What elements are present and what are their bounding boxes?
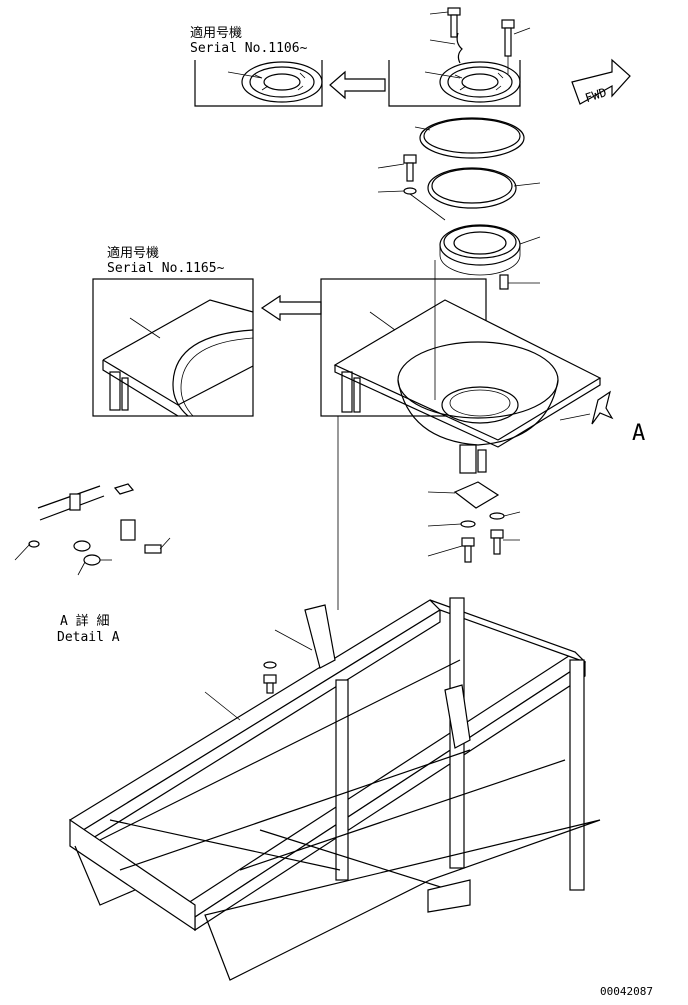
bearing-ring [439, 224, 541, 290]
callout-mid-arrow [260, 294, 322, 322]
bolt-head-icon [447, 7, 461, 16]
swivel-plate-new [227, 61, 323, 103]
callout-top-jp: 適用号機 [190, 25, 242, 41]
fwd-arrow: FWD [571, 58, 631, 105]
callout-top-applicable: 適用号機 Serial No.1106~ [190, 25, 521, 107]
detail-a-parts: A 詳 細 Detail A [14, 483, 171, 645]
fwd-label: FWD [583, 85, 608, 105]
detail-a-jp: A 詳 細 [60, 613, 109, 629]
view-a-arrow: A [591, 390, 645, 446]
swivel-plate-old [424, 61, 521, 103]
seal-rings [414, 117, 541, 209]
callout-mid-jp: 適用号機 [107, 245, 159, 261]
callout-top-serial: Serial No.1106~ [190, 41, 308, 56]
detail-a-en: Detail A [57, 630, 120, 645]
left-bolt-washer [377, 154, 446, 221]
bolt-head-icon [501, 19, 515, 29]
deck-corner-detail [102, 299, 254, 417]
callout-top-arrow [329, 70, 386, 100]
lower-mounting-hardware [427, 481, 521, 563]
base-frame [69, 597, 601, 981]
view-a-label: A [632, 421, 645, 446]
callout-mid-box [92, 278, 254, 417]
main-deck-assembly [320, 260, 602, 474]
callout-mid-applicable: 適用号機 Serial No.1165~ [92, 245, 322, 417]
drawing-number: 00042087 [600, 985, 653, 998]
top-bolts [429, 7, 531, 74]
callout-mid-serial: Serial No.1165~ [107, 261, 225, 276]
